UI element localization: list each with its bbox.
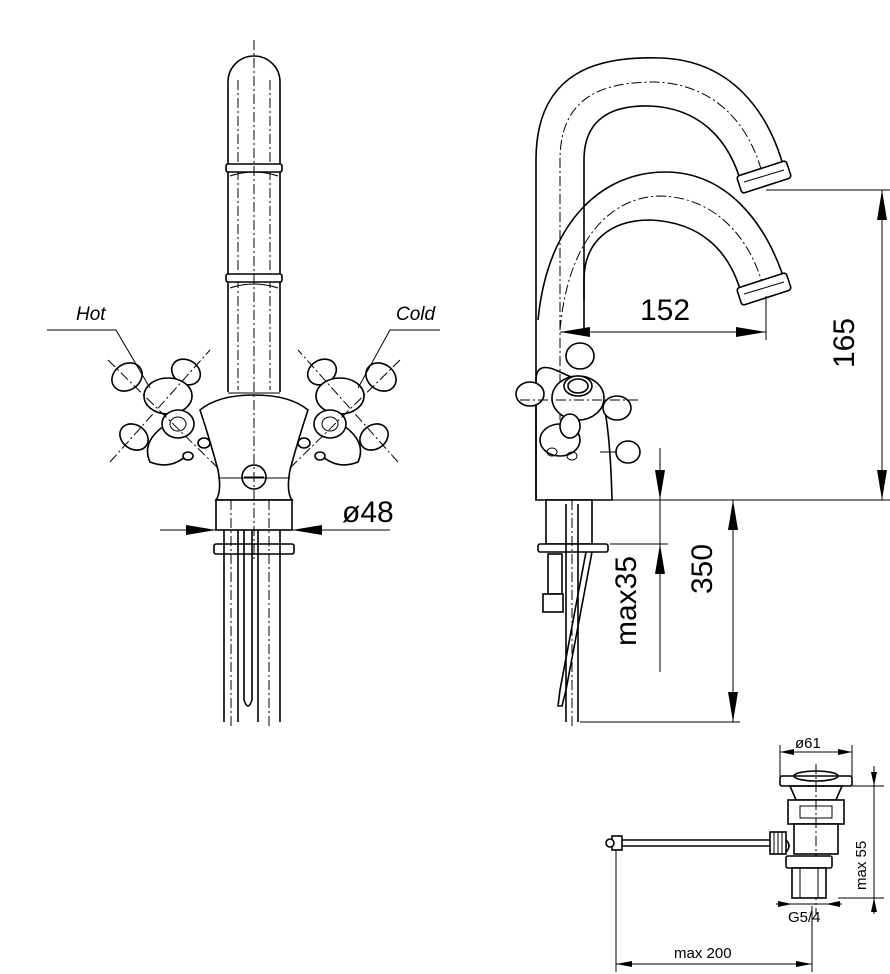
waste-thread-value: G5/4 (788, 909, 821, 926)
cold-label: Cold (396, 304, 437, 325)
tap-height-dimension: 350 (580, 500, 740, 723)
spout-reach-value: 152 (640, 294, 690, 327)
front-body (199, 394, 309, 501)
front-spout-column (227, 55, 281, 392)
side-handle (515, 342, 640, 461)
waste-diameter-value: ø61 (795, 735, 821, 752)
spout-height-value: 165 (828, 318, 861, 368)
hot-leader-line (47, 329, 151, 389)
body-diameter-value: ø48 (342, 496, 394, 529)
side-spout-upper (535, 57, 787, 500)
waste-pull-rod (605, 835, 770, 851)
waste-tailpipe (791, 867, 827, 899)
cold-leader-line (357, 329, 440, 389)
side-mounting-plate (537, 543, 609, 553)
side-spout-lower (537, 171, 787, 321)
tap-height-value: 350 (686, 544, 719, 594)
spout-height-dimension: 165 (612, 189, 890, 501)
waste-thread-dimension: G5/4 (776, 901, 842, 926)
front-view: Hot Cold ø48 (47, 40, 440, 726)
front-body-screw (241, 464, 267, 490)
rod-length-dimension: max 200 (615, 850, 813, 972)
rod-length-value: max 200 (674, 945, 732, 962)
hot-label: Hot (76, 304, 106, 325)
waste-height-dimension: max 55 (838, 766, 884, 914)
side-view: 152 165 max35 350 (515, 57, 890, 726)
waste-detail: ø61 max 55 G5/4 max 200 (605, 735, 884, 972)
spout-reach-dimension: 152 (560, 294, 767, 340)
waste-diameter-dimension: ø61 (779, 735, 853, 776)
waste-height-value: max 55 (853, 841, 870, 890)
deck-thickness-value: max35 (610, 556, 643, 646)
front-supply-pipes (223, 40, 281, 726)
deck-thickness-dimension: max35 (610, 448, 668, 672)
body-diameter-dimension: ø48 (160, 496, 394, 535)
side-base-shank (545, 499, 593, 545)
cold-handle (287, 349, 401, 471)
side-supply-pipes (542, 500, 593, 726)
hot-handle (107, 349, 221, 471)
